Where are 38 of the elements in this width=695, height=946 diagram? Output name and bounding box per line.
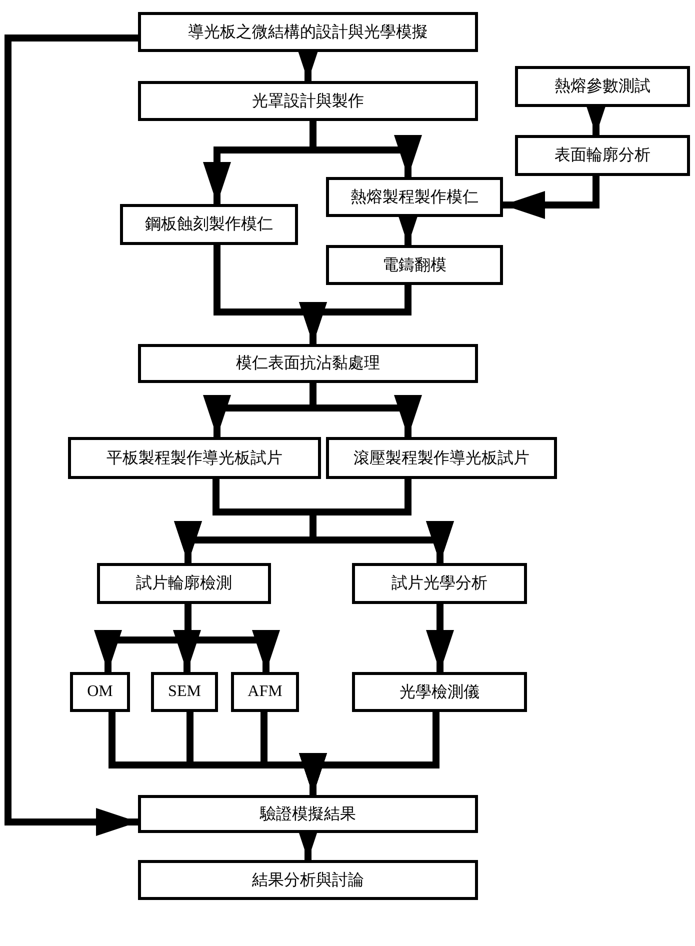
step-label: 表面輪廓分析 (554, 146, 650, 166)
step-label: 平板製程製作導光板試片 (106, 448, 282, 468)
step-label: 光學檢測儀 (400, 682, 480, 702)
process-box (326, 437, 557, 479)
process-box (151, 672, 218, 712)
process-box (138, 12, 478, 52)
step-label: 鋼板蝕刻製作模仁 (145, 214, 273, 235)
step-label: 熱熔參數測試 (554, 76, 650, 97)
step-label: 導光板之微結構的設計與光學模擬 (188, 22, 428, 42)
process-box (138, 344, 478, 383)
step-label: 熱熔製程製作模仁 (350, 188, 478, 208)
step-label: AFM (248, 683, 282, 701)
step-label: 光罩設計與製作 (252, 92, 364, 112)
process-box (138, 81, 478, 121)
step-label: 驗證模擬結果 (260, 804, 356, 824)
process-box (515, 66, 690, 107)
step-label: 試片光學分析 (392, 574, 488, 594)
arrow (426, 604, 454, 672)
process-box (326, 245, 503, 285)
process-box (97, 563, 271, 604)
step-label: 電鑄翻模 (382, 256, 446, 276)
arrow (4, 34, 138, 836)
process-box (70, 672, 130, 712)
step-label: 試片輪廓檢測 (136, 574, 232, 594)
process-box (138, 860, 478, 900)
process-box (352, 563, 527, 604)
process-box (231, 672, 299, 712)
process-box (326, 177, 503, 217)
process-box (68, 437, 321, 479)
process-box (352, 672, 527, 712)
process-box (138, 795, 478, 833)
process-box (120, 204, 298, 245)
step-label: 模仁表面抗沾黏處理 (236, 354, 380, 374)
step-label: OM (87, 683, 113, 701)
step-label: 結果分析與討論 (252, 870, 364, 890)
step-label: 滾壓製程製作導光板試片 (354, 448, 530, 468)
process-box (515, 135, 690, 176)
step-label: SEM (168, 683, 201, 701)
